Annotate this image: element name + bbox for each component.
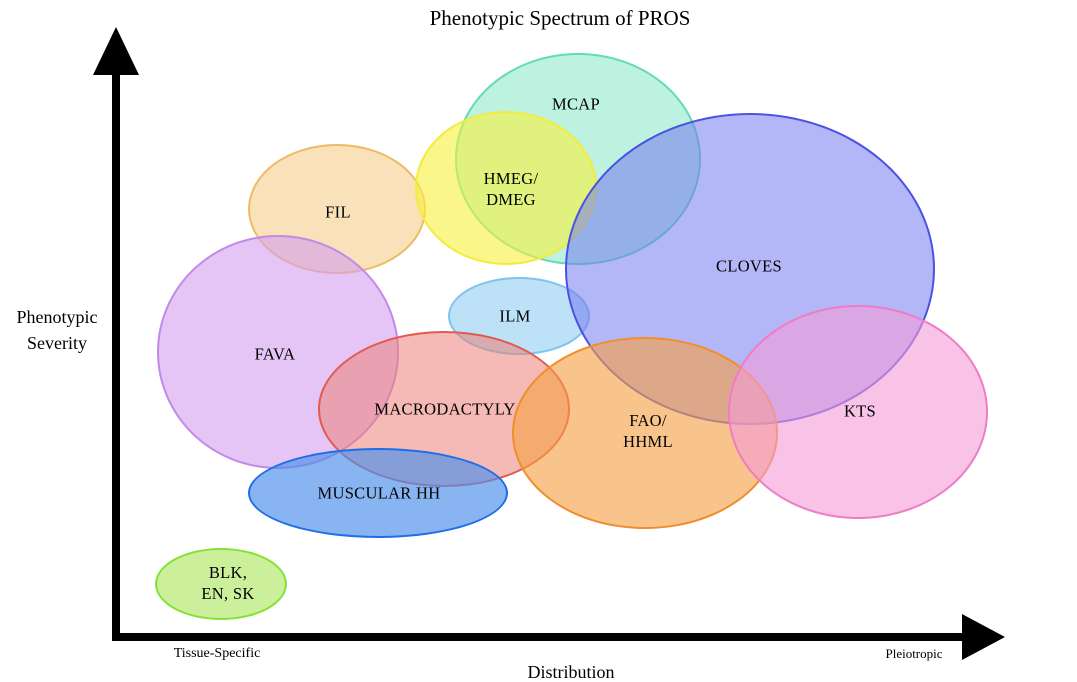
bubble-muscular-hh — [248, 448, 508, 538]
bubble-label-blk-en-sk: BLK,EN, SK — [201, 563, 255, 603]
bubble-label-macrodactyly: MACRODACTYLY — [374, 399, 516, 419]
bubble-label-cloves: CLOVES — [716, 256, 782, 276]
y-axis-line — [112, 55, 120, 641]
bubble-label-hmeg-dmeg: HMEG/DMEG — [483, 169, 539, 209]
bubble-label-fil: FIL — [325, 202, 351, 222]
bubble-label-mcap: MCAP — [552, 94, 600, 114]
bubble-label-fava: FAVA — [254, 344, 296, 364]
y-axis-arrow-up-icon — [93, 27, 139, 75]
y-axis-label: Phenotypic Severity — [17, 304, 98, 356]
bubble-label-fao-hhml: FAO/HHML — [623, 411, 673, 451]
x-axis-line — [112, 633, 962, 641]
bubble-kts — [728, 305, 988, 519]
bubble-label-muscular-hh: MUSCULAR HH — [317, 483, 441, 503]
x-axis-title: Distribution — [527, 662, 615, 682]
x-axis-max-label: Pleiotropic — [885, 646, 943, 661]
bubble-label-ilm: ILM — [499, 306, 531, 326]
y-axis-label-line1: Phenotypic — [16, 307, 98, 327]
bubble-label-kts: KTS — [843, 401, 877, 421]
bubble-blk-en-sk — [155, 548, 287, 620]
diagram-title: Phenotypic Spectrum of PROS — [429, 6, 691, 30]
x-axis-min-label: Tissue-Specific — [173, 646, 261, 661]
x-axis-arrow-right-icon — [962, 614, 1005, 660]
y-axis-label-line2: Severity — [27, 333, 87, 353]
bubble-hmeg-dmeg — [415, 111, 597, 265]
